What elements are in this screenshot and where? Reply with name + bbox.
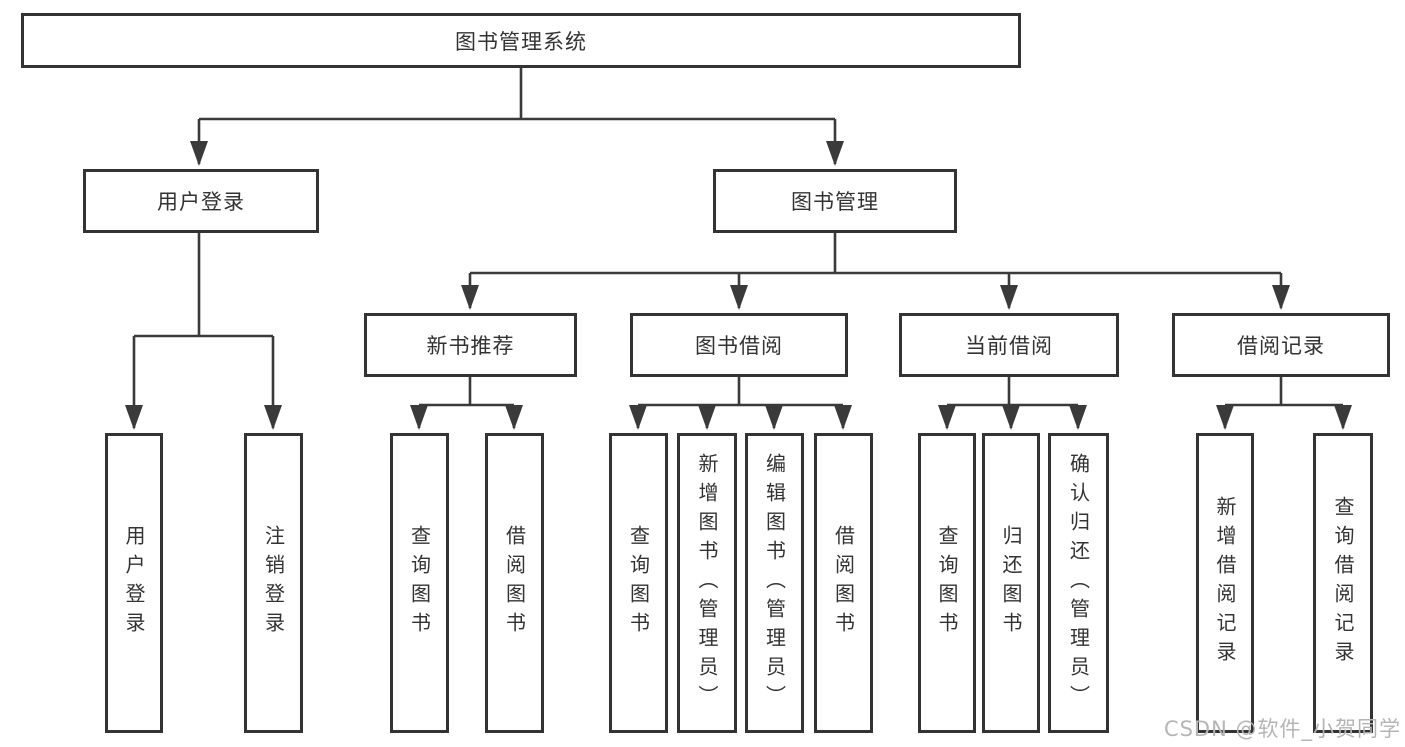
leaf-recommend-query-books: 查询图书 bbox=[390, 433, 449, 733]
leaf-records-add-record: 新增借阅记录 bbox=[1196, 433, 1254, 733]
node-new-book-recommend: 新书推荐 bbox=[364, 313, 577, 377]
leaf-borrow-add-books-admin: 新增图书（管理员） bbox=[677, 433, 737, 733]
leaf-records-query-record: 查询借阅记录 bbox=[1313, 433, 1373, 733]
node-book-borrow: 图书借阅 bbox=[630, 313, 848, 377]
node-current-borrow: 当前借阅 bbox=[899, 313, 1119, 377]
leaf-current-confirm-return-admin: 确认归还（管理员） bbox=[1048, 433, 1109, 733]
node-user-login: 用户登录 bbox=[83, 169, 319, 233]
leaf-borrow-borrow-books: 借阅图书 bbox=[814, 433, 873, 733]
node-book-management: 图书管理 bbox=[713, 169, 957, 233]
leaf-logout: 注销登录 bbox=[244, 433, 303, 733]
csdn-watermark: CSDN @软件_小贺同学 bbox=[1163, 717, 1401, 741]
leaf-current-query-books: 查询图书 bbox=[918, 433, 976, 733]
leaf-borrow-query-books: 查询图书 bbox=[609, 433, 668, 733]
node-root: 图书管理系统 bbox=[21, 13, 1021, 68]
leaf-current-return-books: 归还图书 bbox=[982, 433, 1040, 733]
leaf-recommend-borrow-books: 借阅图书 bbox=[485, 433, 544, 733]
leaf-borrow-edit-books-admin: 编辑图书（管理员） bbox=[745, 433, 804, 733]
leaf-user-login: 用户登录 bbox=[105, 433, 163, 733]
node-borrow-records: 借阅记录 bbox=[1172, 313, 1390, 377]
